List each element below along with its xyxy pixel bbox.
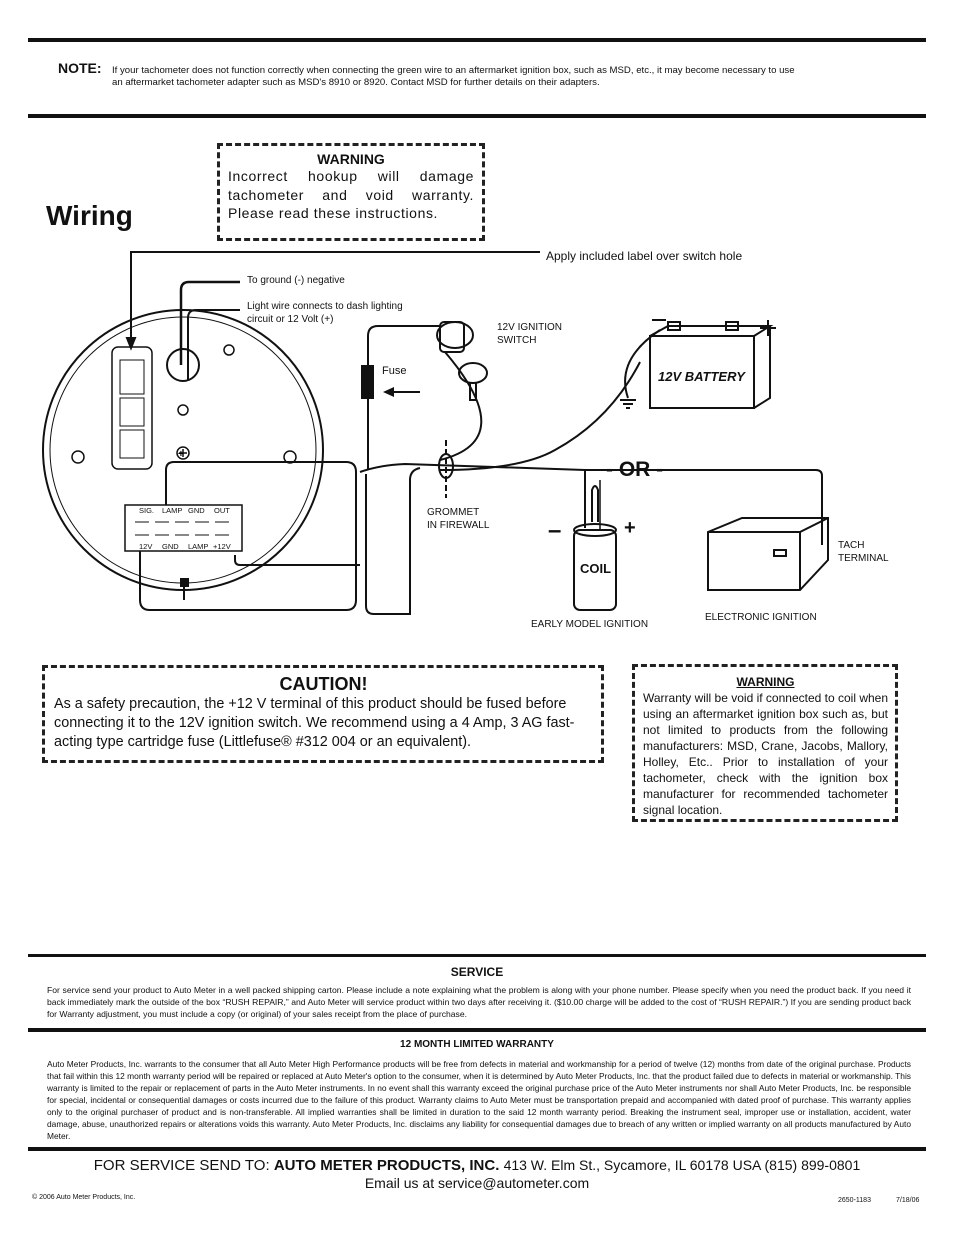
label-coil: COIL bbox=[580, 561, 611, 576]
label-coil-plus: + bbox=[624, 517, 636, 539]
top-rule bbox=[28, 38, 926, 42]
note-rule bbox=[28, 114, 926, 118]
warranty-title: 12 MONTH LIMITED WARRANTY bbox=[400, 1039, 554, 1050]
note-label: NOTE: bbox=[58, 60, 102, 76]
coil-icon bbox=[573, 529, 617, 611]
note-line-1: If your tachometer does not function cor… bbox=[112, 65, 795, 76]
warranty-rule bbox=[28, 1028, 926, 1032]
wiring-diagram: + SIG. LAMP GND OUT 12V GND LAMP +12V Ap… bbox=[42, 249, 889, 630]
electronic-ignition-icon bbox=[707, 517, 829, 591]
label-grommet-2: IN FIREWALL bbox=[427, 520, 490, 531]
footer-rule bbox=[28, 1147, 926, 1151]
label-tach-2: TERMINAL bbox=[838, 553, 889, 564]
terminal-block bbox=[124, 504, 243, 552]
label-switch-1: 12V IGNITION bbox=[497, 322, 562, 333]
fuse-icon bbox=[361, 365, 374, 399]
label-electronic: ELECTRONIC IGNITION bbox=[705, 612, 817, 623]
footer-address: 413 W. Elm St., Sycamore, IL 60178 USA (… bbox=[503, 1157, 861, 1173]
term-top-0: SIG. bbox=[139, 506, 154, 515]
term-top-2: GND bbox=[188, 506, 205, 515]
label-light: Light wire connects to dash lighting bbox=[247, 301, 403, 312]
wiring-warning-title: WARNING bbox=[317, 151, 385, 167]
note-line-2: an aftermarket tachometer adapter such a… bbox=[112, 77, 600, 88]
warranty-text: Auto Meter Products, Inc. warrants to th… bbox=[47, 1059, 911, 1141]
label-switch-2: SWITCH bbox=[497, 335, 536, 346]
light-hole bbox=[166, 348, 200, 382]
battery-icon bbox=[649, 335, 755, 409]
footer-date: 7/18/06 bbox=[896, 1197, 920, 1204]
label-fuse: Fuse bbox=[382, 365, 406, 377]
term-bottom-1: GND bbox=[162, 542, 179, 551]
ground-screw-icon bbox=[176, 446, 190, 460]
label-grommet-1: GROMMET bbox=[427, 507, 479, 518]
warning-box-2: WARNING Warranty will be void if connect… bbox=[632, 664, 898, 822]
label-tach-1: TACH bbox=[838, 540, 864, 551]
switch-panel bbox=[111, 346, 153, 470]
label-or: - OR - bbox=[606, 458, 663, 481]
term-bottom-3: +12V bbox=[213, 542, 231, 551]
term-top-1: LAMP bbox=[162, 506, 182, 515]
ignition-switch-icon bbox=[436, 321, 474, 349]
label-early: EARLY MODEL IGNITION bbox=[531, 619, 648, 630]
caution-text: As a safety precaution, the +12 V termin… bbox=[54, 696, 575, 750]
caution-box: CAUTION! As a safety precaution, the +12… bbox=[42, 665, 604, 763]
warning-2-title: WARNING bbox=[736, 675, 795, 689]
footer-company: AUTO METER PRODUCTS, INC. bbox=[273, 1157, 500, 1174]
label-light-2: circuit or 12 Volt (+) bbox=[247, 314, 333, 325]
service-title: SERVICE bbox=[450, 965, 504, 979]
label-apply: Apply included label over switch hole bbox=[546, 249, 742, 263]
term-bottom-0: 12V bbox=[139, 542, 152, 551]
service-rule bbox=[28, 954, 926, 957]
term-top-3: OUT bbox=[214, 506, 230, 515]
footer-address-line: FOR SERVICE SEND TO: AUTO METER PRODUCTS… bbox=[0, 1157, 954, 1174]
warning-2-text: Warranty will be void if connected to co… bbox=[643, 691, 889, 817]
term-bottom-2: LAMP bbox=[188, 542, 208, 551]
wiring-title: Wiring bbox=[46, 200, 133, 231]
label-coil-minus: – bbox=[548, 517, 561, 544]
footer-email[interactable]: Email us at service@autometer.com bbox=[364, 1175, 590, 1191]
footer-copyright: © 2006 Auto Meter Products, Inc. bbox=[32, 1194, 136, 1201]
footer-send-to: FOR SERVICE SEND TO: bbox=[93, 1157, 270, 1174]
caution-title: CAUTION! bbox=[279, 674, 368, 694]
wiring-warning-text: Incorrect hookup will damage tachometer … bbox=[228, 168, 474, 221]
ground-screw-plus: + bbox=[178, 449, 184, 460]
label-ground: To ground (-) negative bbox=[247, 275, 345, 286]
footer-part-no: 2650-1183 bbox=[838, 1197, 871, 1204]
label-battery: 12V BATTERY bbox=[658, 369, 746, 384]
service-text: For service send your product to Auto Me… bbox=[47, 985, 911, 1019]
wiring-warning-box: WARNING Incorrect hookup will damage tac… bbox=[217, 143, 485, 241]
